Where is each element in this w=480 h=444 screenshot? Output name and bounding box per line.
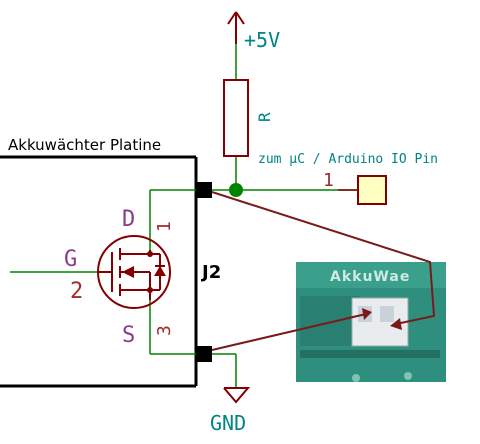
drain-label: D xyxy=(122,207,135,232)
connector-pad-2 xyxy=(196,346,212,362)
mosfet-drain-dot xyxy=(147,251,153,257)
mosfet-source-dot xyxy=(147,287,153,293)
pin-drain-number: 1 xyxy=(154,221,175,232)
pointer-arrowhead-1 xyxy=(390,318,402,330)
wires xyxy=(10,44,358,388)
resistor-label: R xyxy=(255,112,274,122)
io-pin-number: 1 xyxy=(323,170,334,191)
ground-icon xyxy=(223,387,251,404)
pin-gate-number: 2 xyxy=(70,279,83,304)
connector-photo: AkkuWae xyxy=(296,262,446,382)
connector-pad-1 xyxy=(196,182,212,198)
power-arrow-icon xyxy=(227,11,245,44)
photo-label: AkkuWae xyxy=(330,269,410,285)
pointer-arrowhead-2 xyxy=(362,308,372,320)
mosfet-diode-arrow xyxy=(154,266,166,276)
supply-label: +5V xyxy=(244,28,280,52)
pointer-lines xyxy=(211,191,436,351)
ground-label: GND xyxy=(210,411,246,435)
connector-label: J2 xyxy=(200,262,221,283)
gate-label: G xyxy=(64,247,77,272)
junction-dot xyxy=(229,183,243,197)
board-title: Akkuwächter Platine xyxy=(8,136,161,154)
source-label: S xyxy=(122,323,135,348)
resistor-symbol xyxy=(223,79,249,157)
io-pad xyxy=(357,175,387,205)
mosfet-body-arrow xyxy=(122,266,134,278)
io-label: zum µC / Arduino IO Pin xyxy=(258,152,438,167)
pin-source-number: 3 xyxy=(154,325,175,336)
